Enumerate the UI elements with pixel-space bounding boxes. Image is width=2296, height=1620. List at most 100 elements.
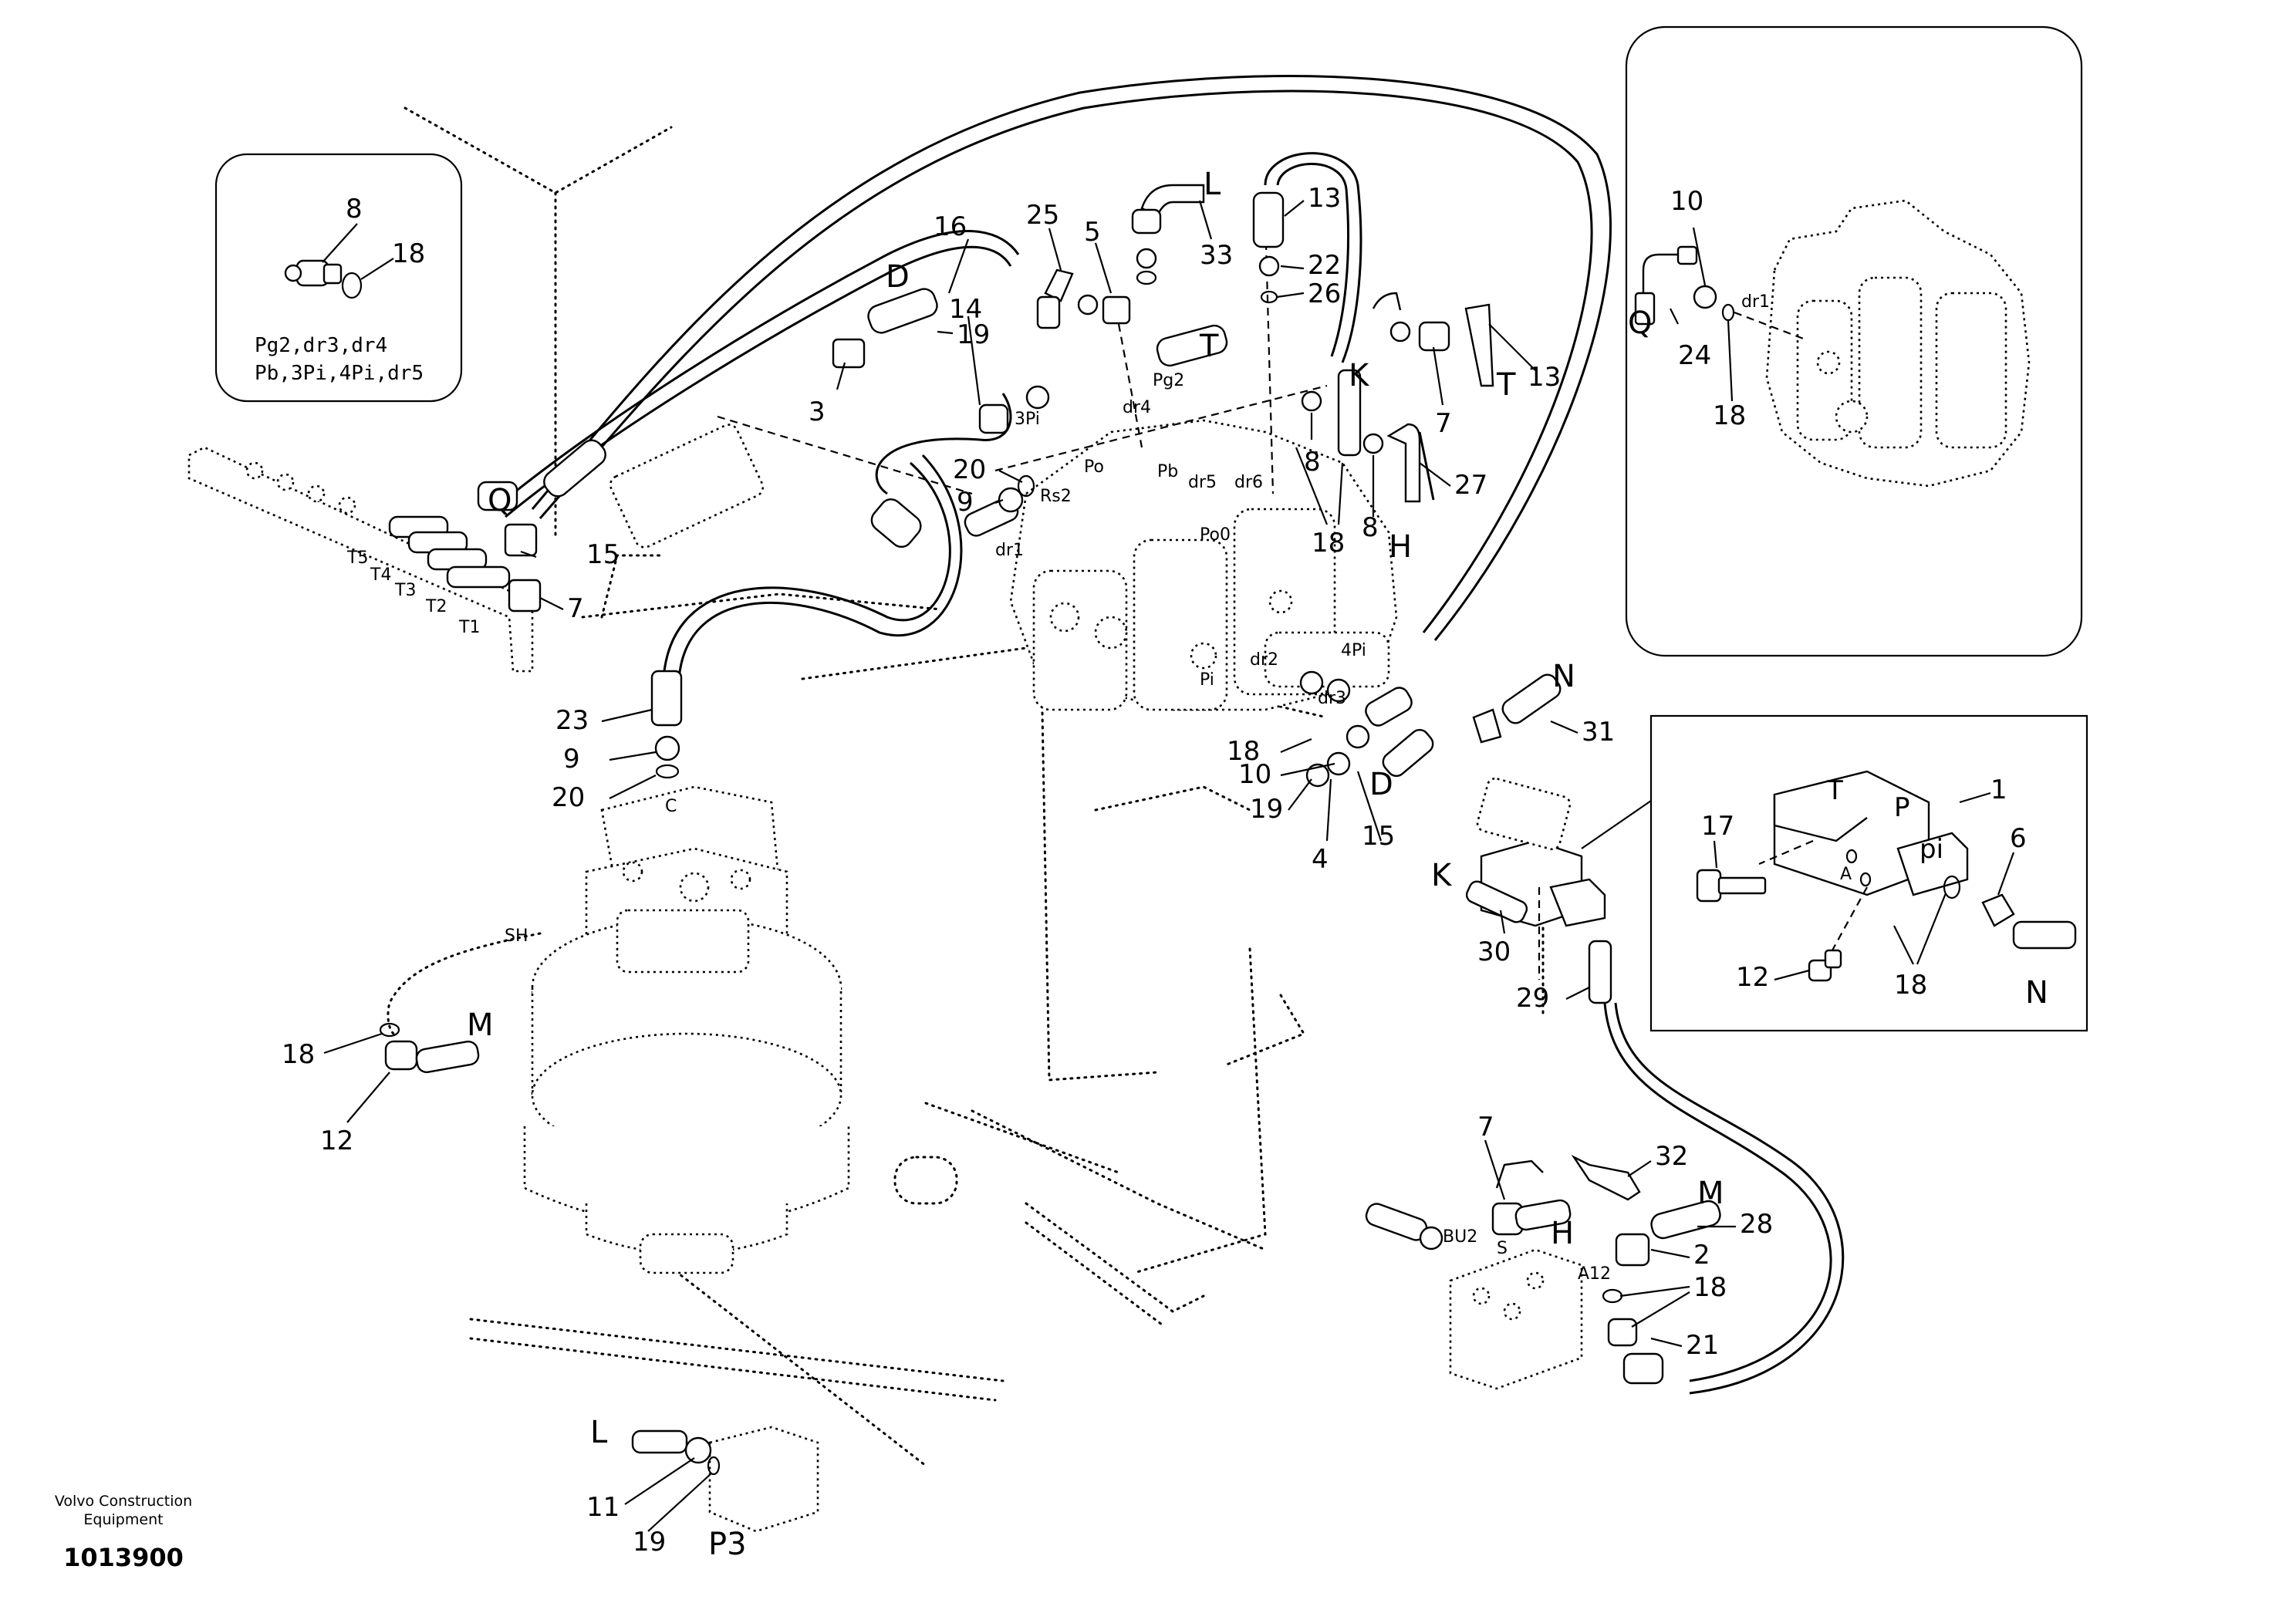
callout-3: 3 <box>809 397 826 427</box>
tee-fitting-icon <box>504 523 542 613</box>
callout-18: 18 <box>282 1039 315 1070</box>
port-code-t2: T2 <box>425 597 447 616</box>
plug-fitting-icon <box>284 259 343 287</box>
callout-16: 16 <box>934 211 967 242</box>
port-code-t1: T1 <box>458 618 480 637</box>
port-code-pb: Pb <box>1157 462 1178 481</box>
drawing-id: 1013900 <box>63 1543 184 1572</box>
port-code-3pi: 3Pi <box>1015 410 1040 429</box>
callout-27: 27 <box>1454 470 1487 501</box>
port-code-dr6: dr6 <box>1234 473 1263 492</box>
callout-20: 20 <box>953 454 986 485</box>
port-code-a12: A12 <box>1578 1264 1611 1284</box>
inset-plug-detail: 8 18 Pg2,dr3,dr4 Pb,3Pi,4Pi,dr5 <box>214 153 463 403</box>
port-code-t3: T3 <box>394 581 416 600</box>
port-code-bu2: BU2 <box>1443 1227 1477 1247</box>
port-code-s: S <box>1497 1239 1508 1258</box>
callout-18: 18 <box>1227 736 1260 767</box>
leader-lines <box>323 200 1736 1532</box>
callout-28: 28 <box>1740 1209 1773 1240</box>
footer: Volvo Construction Equipment 1013900 <box>55 1493 192 1572</box>
callout-2: 2 <box>1693 1240 1710 1271</box>
port-code-sh: SH <box>505 926 528 946</box>
callout-29: 29 <box>1516 983 1549 1014</box>
footer-org-line2: Equipment <box>83 1511 163 1528</box>
port-code-pi: Pi <box>1200 670 1214 690</box>
callout-19: 19 <box>1250 794 1283 825</box>
port-code-dr1: dr1 <box>995 541 1024 560</box>
port-code-po: Po <box>1084 457 1104 477</box>
callout-10: 10 <box>1238 759 1271 790</box>
port-letter-d: D <box>1369 767 1393 802</box>
port-letter-h: H <box>1389 529 1412 565</box>
callout-21: 21 <box>1686 1330 1719 1361</box>
callout-18: 18 <box>1713 400 1746 431</box>
port-letter-q: Q <box>488 483 512 518</box>
callout-9: 9 <box>563 744 580 775</box>
port-code-4pi: 4Pi <box>1341 641 1366 660</box>
port-letter-m: M <box>1697 1176 1724 1211</box>
port-code-t5: T5 <box>346 548 368 568</box>
callout-18: 18 <box>1693 1272 1727 1303</box>
callout-13: 13 <box>1528 362 1561 393</box>
callout-32: 32 <box>1655 1141 1688 1172</box>
callout-7: 7 <box>1435 408 1452 439</box>
callout-18: 18 <box>1312 528 1345 559</box>
callout-25: 25 <box>1026 200 1059 231</box>
callout-18: 18 <box>392 238 425 269</box>
callout-14: 14 <box>949 294 982 325</box>
port-code-dr5: dr5 <box>1188 473 1217 492</box>
fitting-icon <box>1981 893 2077 950</box>
callout-7: 7 <box>1477 1112 1494 1142</box>
port-code-dr2: dr2 <box>1250 650 1278 670</box>
port-letter-h: H <box>1551 1216 1574 1251</box>
callout-15: 15 <box>1362 821 1395 852</box>
port-code-t: T <box>1826 775 1843 806</box>
port-letter-d: D <box>886 259 910 295</box>
callout-8: 8 <box>1362 512 1379 543</box>
port-letter-k: K <box>1349 358 1370 393</box>
port-code-t4: T4 <box>370 565 391 585</box>
callout-17: 17 <box>1701 811 1734 842</box>
hose-end-icon <box>388 481 518 589</box>
callout-24: 24 <box>1678 340 1711 371</box>
callout-19: 19 <box>633 1527 666 1558</box>
o-ring-icon <box>341 272 363 299</box>
pilot-block: BU2 S A12 <box>1443 1227 1611 1390</box>
valve-block-icon <box>1773 770 1969 896</box>
port-code-a: A <box>1840 865 1852 884</box>
p3-block <box>631 1426 819 1533</box>
callouts: 16 25 5 33 13 22 26 14 19 3 7 13 20 9 15… <box>282 183 1773 1558</box>
port-code-pi: pi <box>1920 834 1943 865</box>
elbow-fitting-icon <box>1808 949 1842 982</box>
callout-8: 8 <box>346 194 363 224</box>
port-letter-l: L <box>590 1415 608 1450</box>
callout-15: 15 <box>586 539 620 570</box>
port-letter-m: M <box>467 1007 494 1043</box>
inset-note-line1: Pg2,dr3,dr4 <box>255 334 387 357</box>
swing-motor: SH C <box>505 785 850 1274</box>
callout-11: 11 <box>586 1492 620 1523</box>
port-code-dr1: dr1 <box>1741 292 1770 312</box>
port-letter-t: T <box>1199 329 1219 364</box>
port-letter-l: L <box>1204 167 1221 202</box>
callout-8: 8 <box>1304 447 1321 478</box>
port-code-dr4: dr4 <box>1123 398 1151 417</box>
callout-19: 19 <box>957 319 990 350</box>
port-letter-t: T <box>1496 367 1516 403</box>
callout-4: 4 <box>1312 844 1329 875</box>
port-letter-k: K <box>1431 858 1453 893</box>
tank-return-manifold: T5 T4 T3 T2 T1 <box>187 424 765 673</box>
elbow-fitting-icon <box>1634 245 1698 326</box>
port-letter-n: N <box>2025 975 2048 1011</box>
callout-22: 22 <box>1308 250 1341 281</box>
port-code-rs2: Rs2 <box>1040 487 1072 506</box>
port-letter-n: N <box>1552 659 1575 694</box>
callout-31: 31 <box>1582 717 1615 748</box>
valve-port-codes: 3Pi Pg2 dr4 Po Rs2 Pb dr5 dr6 Po0 dr1 4P… <box>995 371 1366 708</box>
port-letter-q: Q <box>1628 305 1652 341</box>
inset-shuttle-valve-detail: T P pi A 17 18 12 6 1 N <box>1581 714 2088 1032</box>
callout-7: 7 <box>567 593 584 624</box>
bolt-icon <box>1696 869 1767 903</box>
